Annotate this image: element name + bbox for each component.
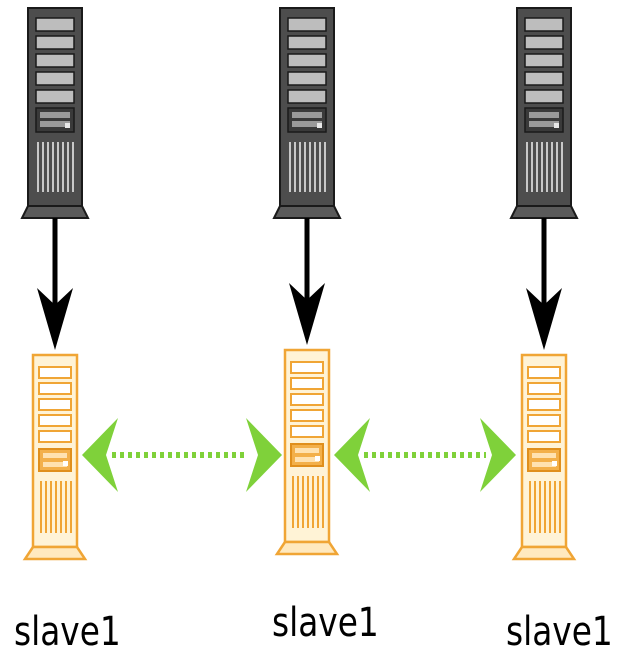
- slave-server-icon-3: [512, 353, 576, 561]
- slave-server-icon-1: [23, 353, 87, 561]
- slave-label-3: slave1: [506, 609, 613, 655]
- arrow-down-icon-2: [289, 218, 325, 345]
- arrow-down-icon-1: [37, 218, 73, 350]
- arrow-down-icon-3: [526, 218, 562, 350]
- slave-server-icon-2: [275, 348, 339, 556]
- slave-label-1: slave1: [14, 609, 121, 655]
- replication-link-1: [82, 418, 282, 492]
- replication-link-2: [334, 418, 516, 492]
- master-server-icon-1: [21, 7, 89, 219]
- master-server-icon-2: [273, 7, 341, 219]
- slave-label-2: slave1: [272, 600, 379, 646]
- master-server-icon-3: [510, 7, 578, 219]
